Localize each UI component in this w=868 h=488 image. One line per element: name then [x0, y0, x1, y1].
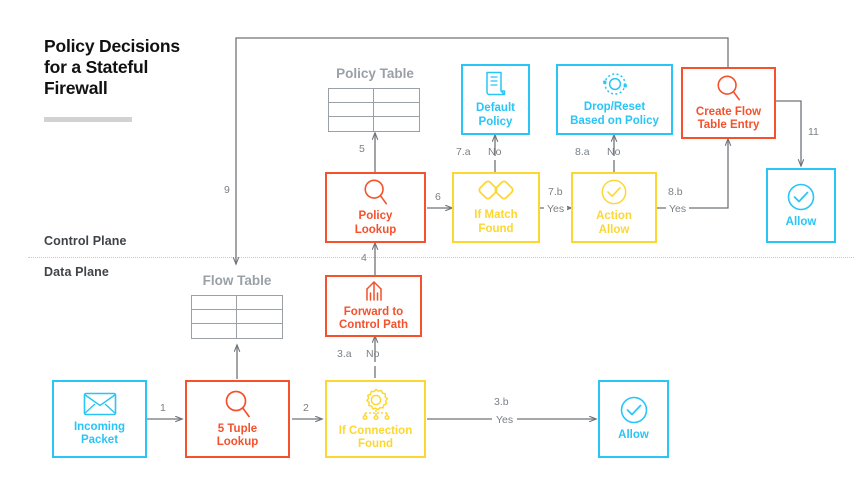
- edge-label-5: 5: [359, 143, 365, 155]
- edge-label-6: 6: [435, 191, 441, 203]
- edge-label-8a-no: No: [607, 146, 621, 158]
- page-title: Policy Decisions for a Stateful Firewall: [44, 36, 180, 98]
- node-policy-lookup[interactable]: Policy Lookup: [325, 172, 426, 243]
- node-drop-reset[interactable]: Drop/Reset Based on Policy: [556, 64, 673, 135]
- node-if-match-found[interactable]: If Match Found: [452, 172, 540, 243]
- title-underline: [44, 117, 132, 122]
- edge-label-8b: 8.b: [668, 186, 683, 198]
- edge-label-3b-yes: Yes: [492, 414, 518, 426]
- node-incoming-packet[interactable]: Incoming Packet: [52, 380, 147, 458]
- node-label: Allow: [785, 215, 817, 228]
- flow-table-grid: [191, 295, 283, 339]
- edge-label-9: 9: [224, 184, 230, 196]
- check-circle-icon: [786, 182, 816, 212]
- data-plane-label: Data Plane: [44, 265, 109, 279]
- node-allow-data[interactable]: Allow: [598, 380, 669, 458]
- node-label: If Connection Found: [338, 424, 413, 451]
- check-circle-icon: [619, 395, 649, 425]
- document-icon: [483, 70, 509, 98]
- reset-icon: [600, 71, 630, 97]
- edge-label-7a-no: No: [488, 146, 502, 158]
- flow-table-title: Flow Table: [202, 273, 272, 288]
- edge-label-4: 4: [361, 252, 367, 264]
- node-label: Allow: [618, 429, 649, 442]
- plane-divider: [28, 257, 854, 258]
- edge-label-2: 2: [303, 402, 309, 414]
- envelope-icon: [83, 391, 117, 417]
- magnifier-icon: [362, 178, 390, 206]
- node-five-tuple-lookup[interactable]: 5 Tuple Lookup: [185, 380, 290, 458]
- edge-label-7a: 7.a: [456, 146, 471, 158]
- magnifier-icon: [715, 74, 743, 102]
- node-create-flow-table-entry[interactable]: Create Flow Table Entry: [681, 67, 776, 139]
- node-default-policy[interactable]: Default Policy: [461, 64, 530, 135]
- edge-label-3b: 3.b: [494, 396, 509, 408]
- node-label: Forward to Control Path: [339, 305, 408, 332]
- node-allow-control[interactable]: Allow: [766, 168, 836, 243]
- edge-label-3a-no: No: [366, 348, 380, 360]
- edge-label-7b: 7.b: [548, 186, 563, 198]
- node-forward-to-control-path[interactable]: Forward to Control Path: [325, 275, 422, 337]
- node-if-connection-found[interactable]: If Connection Found: [325, 380, 426, 458]
- edge-label-1: 1: [160, 402, 166, 414]
- control-plane-label: Control Plane: [44, 234, 127, 248]
- node-label: Policy Lookup: [354, 210, 397, 236]
- node-label: Action Allow: [596, 210, 632, 236]
- node-label: Default Policy: [476, 102, 515, 128]
- edge-label-3a: 3.a: [337, 348, 352, 360]
- gear-connection-icon: [357, 387, 395, 421]
- edge-label-8b-yes: Yes: [666, 203, 690, 215]
- edge-label-11: 11: [808, 126, 819, 138]
- node-label: Incoming Packet: [73, 420, 126, 447]
- node-action-allow[interactable]: Action Allow: [571, 172, 657, 243]
- forward-arrow-icon: [362, 280, 386, 302]
- node-label: 5 Tuple Lookup: [216, 422, 259, 449]
- node-label: Drop/Reset Based on Policy: [570, 101, 659, 127]
- node-label: If Match Found: [474, 209, 518, 235]
- policy-table-grid: [328, 88, 420, 132]
- check-circle-icon: [600, 178, 628, 206]
- edge-label-8a: 8.a: [575, 146, 590, 158]
- node-label: Create Flow Table Entry: [695, 105, 762, 132]
- diamonds-icon: [477, 179, 515, 205]
- edge-label-7b-yes: Yes: [544, 203, 568, 215]
- magnifier-icon: [223, 389, 253, 419]
- policy-table-title: Policy Table: [336, 66, 414, 81]
